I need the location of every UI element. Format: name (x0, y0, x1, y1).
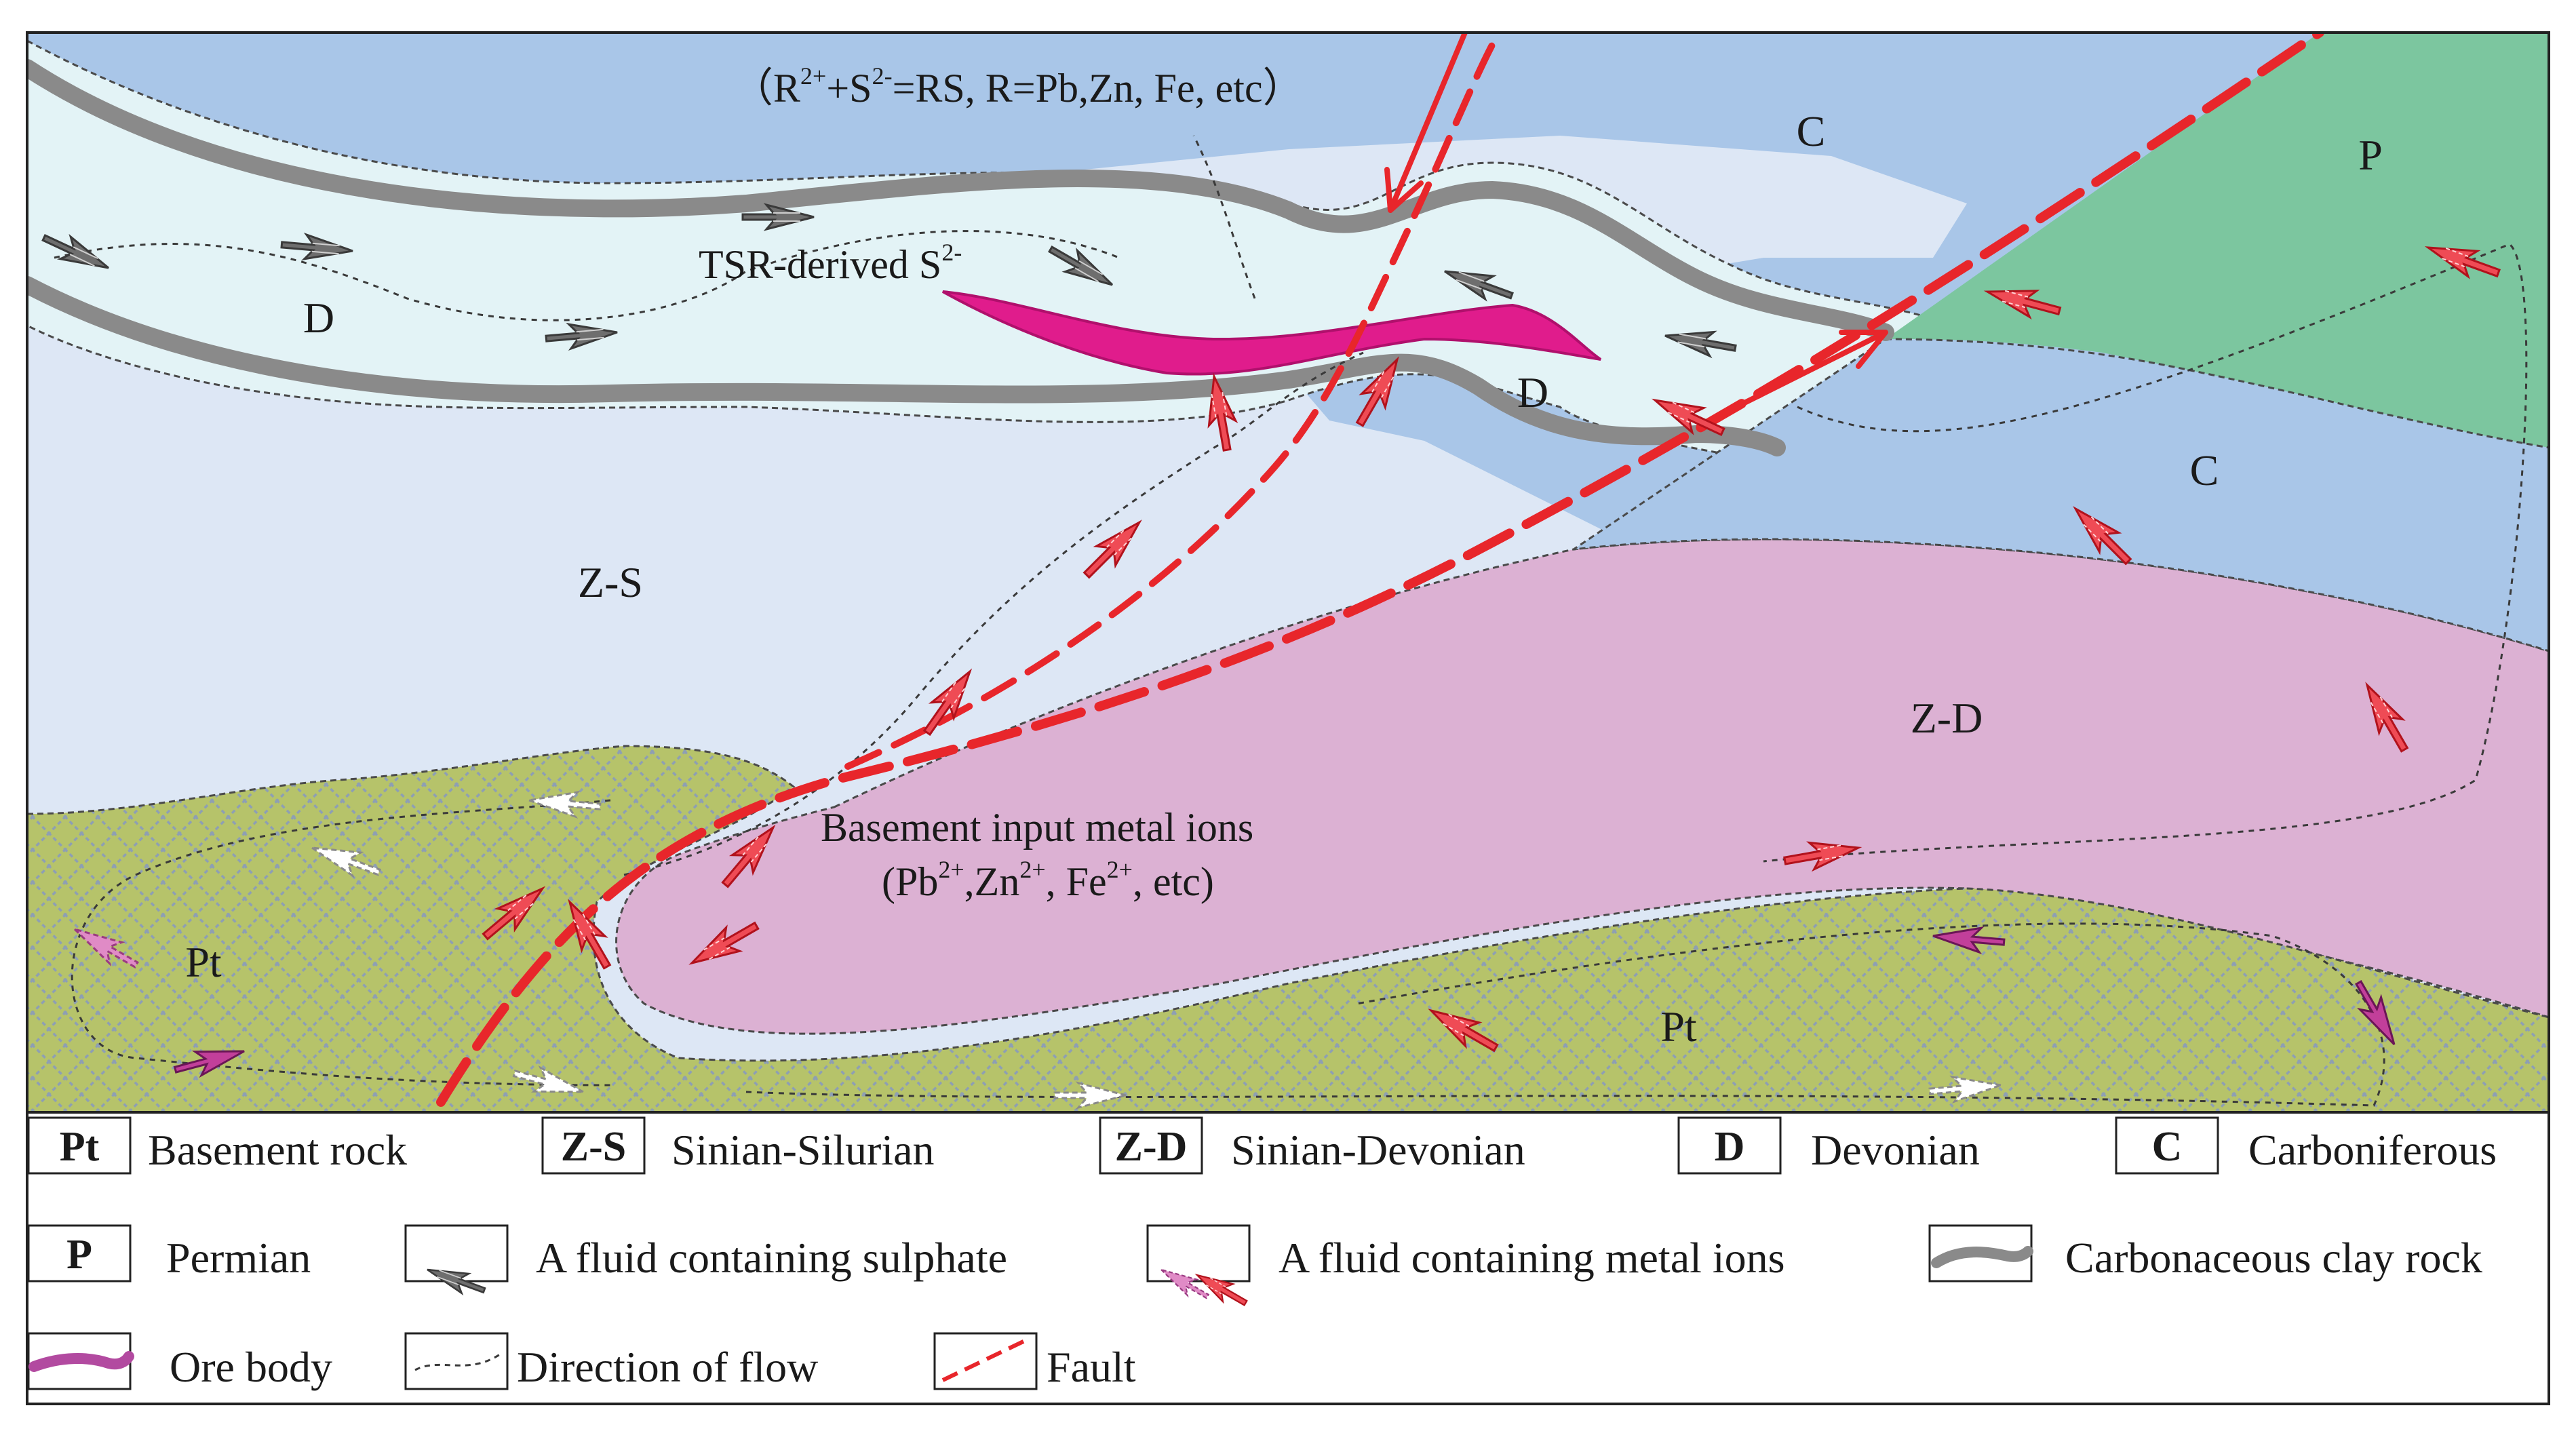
fault-lines (436, 33, 2324, 1107)
legend-c-swatch (2115, 1116, 2219, 1175)
legend-fault-swatch (933, 1332, 1038, 1390)
basement-annotation-line1: Basement input metal ions (821, 805, 1253, 850)
legend-clay-label: Carbonaceous clay rock (2065, 1234, 2482, 1282)
label-d-lower: D (1517, 368, 1548, 416)
cross-section (27, 33, 2549, 1112)
legend-item-metal: A fluid containing metal ions (1146, 1224, 1785, 1313)
unit-labels: D D C C P Z-S Z-D Pt Pt (185, 107, 2382, 1051)
legend-p-code: P (66, 1232, 92, 1278)
legend-zs-swatch (541, 1116, 646, 1175)
b-sup2: 2+ (1019, 856, 1045, 883)
label-zs: Z-S (578, 558, 643, 606)
b-fe: , Fe (1046, 859, 1107, 904)
annotations: （R2++S2-=RS, R=Pb,Zn, Fe, etc） TSR-deriv… (699, 62, 1304, 904)
legend-item-flow: Direction of flow (404, 1332, 818, 1391)
b-open: (Pb (882, 859, 938, 904)
tsr-main: TSR-derived S (699, 242, 941, 287)
legend-flow-label: Direction of flow (517, 1343, 818, 1391)
flow-path-right-loop (1763, 243, 2528, 863)
legend-item-d: D Devonian (1677, 1116, 1980, 1175)
legend-item-ore: Ore body (27, 1332, 332, 1391)
legend-c-code: C (2152, 1124, 2183, 1170)
reaction-mid: +S (826, 66, 872, 111)
legend-item-c: C Carboniferous (2115, 1116, 2497, 1175)
legend-item-fault: Fault (933, 1332, 1136, 1391)
fault-offset-arrow-down (1384, 33, 1468, 213)
legend-item-p: P Permian (27, 1224, 311, 1283)
legend-ore-symbol (28, 1351, 134, 1372)
unit-c-right-area (1573, 338, 2549, 652)
flow-path-basement-right (745, 922, 2385, 1107)
label-c-upper: C (1797, 107, 1826, 155)
unit-pt-area (27, 745, 2549, 1112)
legend-fault-symbol (941, 1337, 1029, 1382)
legend-d-code: D (1715, 1124, 1745, 1170)
b-zn: ,Zn (964, 859, 1020, 904)
label-zd: Z-D (1911, 694, 1983, 742)
legend-ore-label: Ore body (170, 1343, 332, 1391)
label-pt-right: Pt (1660, 1002, 1697, 1051)
legend-metal-label: A fluid containing metal ions (1279, 1234, 1785, 1282)
reaction-end: =RS, R=Pb,Zn, Fe, etc） (893, 66, 1304, 111)
label-pt-left: Pt (185, 938, 222, 986)
legend-metal-swatch (1146, 1224, 1251, 1283)
legend-item-sulphate: A fluid containing sulphate (404, 1224, 1007, 1301)
legend-d-swatch (1677, 1116, 1782, 1175)
ore-body (942, 290, 1602, 376)
legend-item-zs: Z-S Sinian-Silurian (541, 1116, 935, 1175)
legend-item-pt: Pt Basement rock (27, 1116, 407, 1175)
flow-path-reaction (1192, 135, 1256, 299)
legend-flow-swatch (404, 1332, 509, 1390)
b-sup1: 2+ (938, 856, 964, 883)
reaction-sup1: 2+ (800, 62, 826, 90)
legend-clay-symbol (1931, 1246, 2033, 1268)
unit-p-area (1886, 33, 2549, 448)
b-end: , etc) (1133, 859, 1214, 904)
legend-p-swatch (27, 1224, 132, 1283)
legend-zs-code: Z-S (561, 1124, 626, 1170)
legend-item-clay: Carbonaceous clay rock (1928, 1224, 2482, 1283)
flow-path-basement-left (71, 799, 611, 1087)
legend-zs-label: Sinian-Silurian (671, 1126, 935, 1174)
legend-zd-code: Z-D (1115, 1124, 1188, 1170)
clay-layer-upper (27, 59, 1894, 341)
label-p: P (2358, 131, 2383, 179)
legend-fault-label: Fault (1047, 1343, 1136, 1391)
legend-p-label: Permian (166, 1234, 311, 1282)
fault-branch (844, 33, 1502, 770)
reaction-open: （R (733, 66, 800, 111)
label-c-right: C (2190, 446, 2219, 494)
legend-pt-code: Pt (60, 1124, 100, 1170)
legend-pt-swatch (27, 1116, 132, 1175)
clay-layer-lower (27, 276, 1786, 456)
flow-paths (54, 135, 2528, 1107)
legend-zd-label: Sinian-Devonian (1231, 1126, 1525, 1174)
clay-rock-layers (27, 59, 1894, 456)
flow-path-rising (623, 351, 1364, 876)
legend-zd-swatch (1099, 1116, 1203, 1175)
label-d-upper: D (303, 294, 334, 342)
legend-sulphate-label: A fluid containing sulphate (536, 1234, 1007, 1282)
reaction-sup2: 2- (872, 62, 893, 90)
legend-pt-label: Basement rock (148, 1126, 407, 1174)
legend-sulphate-swatch (404, 1224, 509, 1283)
b-sup3: 2+ (1107, 856, 1133, 883)
legend-flow-symbol (414, 1352, 503, 1371)
reaction-annotation: （R2++S2-=RS, R=Pb,Zn, Fe, etc） (733, 62, 1304, 111)
flow-path-devonian (54, 230, 1120, 321)
tsr-annotation: TSR-derived S2- (699, 239, 962, 287)
fault-offset-arrow-up (1734, 330, 1888, 410)
legend-d-label: Devonian (1811, 1126, 1980, 1174)
fault-main (436, 33, 2324, 1107)
legend-c-label: Carboniferous (2248, 1126, 2497, 1174)
legend: Pt Basement rock Z-S Sinian-Silurian Z-D… (26, 1111, 2550, 1405)
tsr-sup: 2- (941, 239, 962, 266)
basement-annotation-line2: (Pb2+,Zn2+, Fe2+, etc) (882, 856, 1214, 904)
legend-item-zd: Z-D Sinian-Devonian (1099, 1116, 1525, 1175)
